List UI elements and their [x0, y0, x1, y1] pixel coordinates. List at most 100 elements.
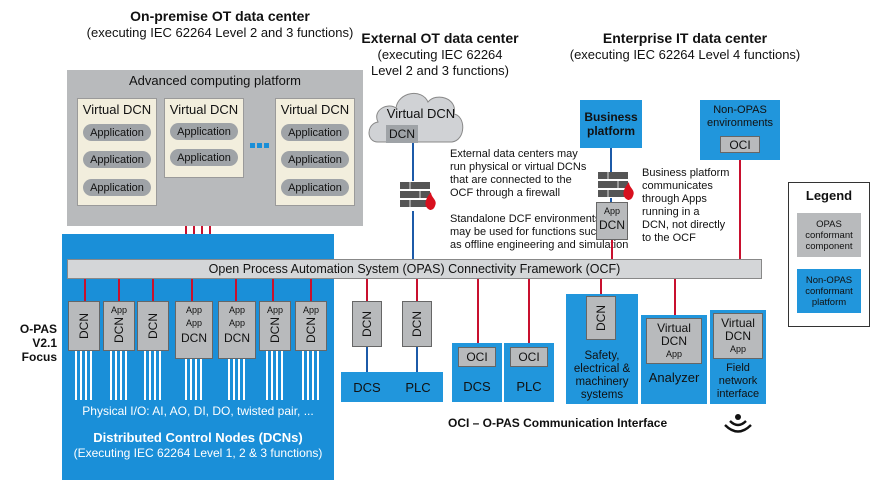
- connection-line: [366, 279, 368, 301]
- plc-box: PLC: [393, 372, 443, 402]
- connection-line: [412, 143, 414, 181]
- oci-label: OCI: [518, 350, 540, 364]
- application-pill: Application: [83, 124, 151, 141]
- virtual-dcn-node: Virtual DCN App: [713, 313, 763, 359]
- note-line: Business platform: [642, 167, 730, 179]
- app-label: App: [665, 349, 682, 359]
- note-line: may be used for functions such: [450, 226, 603, 238]
- connection-line: [416, 347, 418, 372]
- dcn-label: DCN: [112, 317, 126, 343]
- connection-line: [739, 160, 741, 259]
- enterprise-title: Enterprise IT data center: [602, 30, 768, 46]
- legend: Legend OPAS conformant component Non-OPA…: [788, 182, 870, 327]
- oci-plc-box: OCI PLC: [504, 343, 554, 402]
- io-line: [154, 351, 156, 400]
- dcn-label: DCN: [725, 329, 751, 343]
- dcs-box: DCS: [341, 372, 393, 402]
- business-line: Business: [584, 110, 638, 124]
- io-line: [302, 351, 304, 400]
- oci-box: OCI: [510, 347, 548, 367]
- connection-line: [528, 279, 530, 345]
- dcn-label: DCN: [224, 331, 250, 345]
- application-pill: Application: [83, 179, 151, 196]
- connection-line: [366, 347, 368, 372]
- connection-line: [611, 240, 613, 259]
- io-line: [238, 359, 240, 400]
- note-line: External data centers may: [450, 148, 578, 160]
- platform-label: Advanced computing platform: [129, 73, 301, 88]
- ellipsis-dots: [250, 143, 270, 149]
- io-line: [149, 351, 151, 400]
- non-opas-environments-box: Non-OPAS environments OCI: [700, 100, 780, 160]
- dcn-label: DCN: [410, 311, 424, 337]
- oci-label: OCI: [466, 350, 488, 364]
- io-line: [312, 351, 314, 400]
- app-label: App: [228, 318, 245, 328]
- legend-blue-line: platform: [811, 296, 847, 308]
- legend-blue-swatch: Non-OPAS conformant platform: [797, 269, 861, 313]
- field-network-box: Virtual DCN App Field network interface: [710, 310, 766, 404]
- focus-line: V2.1: [32, 336, 57, 350]
- dcn-label: DCN: [268, 317, 282, 343]
- io-line: [144, 351, 146, 400]
- safety-line: systems: [580, 389, 624, 401]
- io-line: [233, 359, 235, 400]
- application-pill: Application: [281, 179, 349, 196]
- connection-line: [235, 279, 237, 301]
- ocf-bar: Open Process Automation System (OPAS) Co…: [67, 259, 762, 279]
- connection-line: [674, 279, 676, 316]
- enterprise-subtitle: (executing IEC 62264 Level 4 functions): [569, 47, 801, 62]
- focus-line: O-PAS: [19, 322, 57, 336]
- connection-line: [272, 279, 274, 301]
- safety-box: DCN Safety, electrical & machinery syste…: [566, 294, 638, 404]
- io-line: [243, 359, 245, 400]
- dcn-region-subtitle: (Executing IEC 62264 Level 1, 2 & 3 func…: [73, 446, 323, 460]
- legend-gray-line: OPAS: [816, 218, 842, 230]
- dcn-label: DCN: [661, 334, 687, 348]
- note-line: running in a: [642, 206, 700, 218]
- virtual-dcn-box: Virtual DCN Application Application Appl…: [275, 98, 355, 206]
- application-pill: Application: [170, 123, 238, 140]
- legend-gray-line: component: [805, 240, 853, 252]
- cloud-vdcn-label: Virtual DCN: [386, 106, 456, 121]
- io-line: [276, 351, 278, 400]
- io-line: [228, 359, 230, 400]
- external-note-1: External data centers may run physical o…: [450, 148, 630, 200]
- connection-line: [84, 279, 86, 301]
- focus-label: O-PAS V2.1 Focus: [5, 322, 57, 364]
- io-line: [307, 351, 309, 400]
- dcn-node: DCN: [68, 301, 100, 351]
- connection-line: [152, 279, 154, 301]
- physical-io-label: Physical I/O: AI, AO, DI, DO, twisted pa…: [82, 404, 314, 418]
- app-label: App: [110, 305, 127, 315]
- io-line: [281, 351, 283, 400]
- onprem-title: On-premise OT data center: [130, 8, 310, 24]
- dcn-node: DCN: [402, 301, 432, 347]
- dcn-node: DCN: [137, 301, 169, 351]
- io-line: [75, 351, 77, 400]
- connection-line: [191, 279, 193, 301]
- oci-dcs-box: OCI DCS: [452, 343, 502, 402]
- dcn-label: DCN: [389, 127, 415, 141]
- dcn-node: DCN: [352, 301, 382, 347]
- dcn-node: App App DCN: [218, 301, 256, 359]
- note-line: to the OCF: [642, 232, 696, 244]
- oci-caption: OCI – O-PAS Communication Interface: [448, 416, 668, 430]
- connection-line: [118, 279, 120, 301]
- io-line: [266, 351, 268, 400]
- virtual-dcn-box: Virtual DCN Application Application: [164, 98, 244, 178]
- nonopas-line: Non-OPAS: [713, 104, 767, 116]
- dcn-label: DCN: [77, 313, 91, 339]
- application-pill: Application: [281, 151, 349, 168]
- connection-line: [412, 211, 414, 259]
- connection-line: [416, 279, 418, 301]
- app-label: App: [228, 305, 245, 315]
- connection-line: [310, 279, 312, 301]
- plc-label: PLC: [405, 379, 431, 395]
- dcn-label: DCN: [146, 313, 160, 339]
- note-line: communicates: [642, 180, 713, 192]
- note-line: through Apps: [642, 193, 707, 205]
- firewall-icon: [598, 172, 634, 200]
- io-line: [159, 351, 161, 400]
- dcn-node: App DCN: [295, 301, 327, 351]
